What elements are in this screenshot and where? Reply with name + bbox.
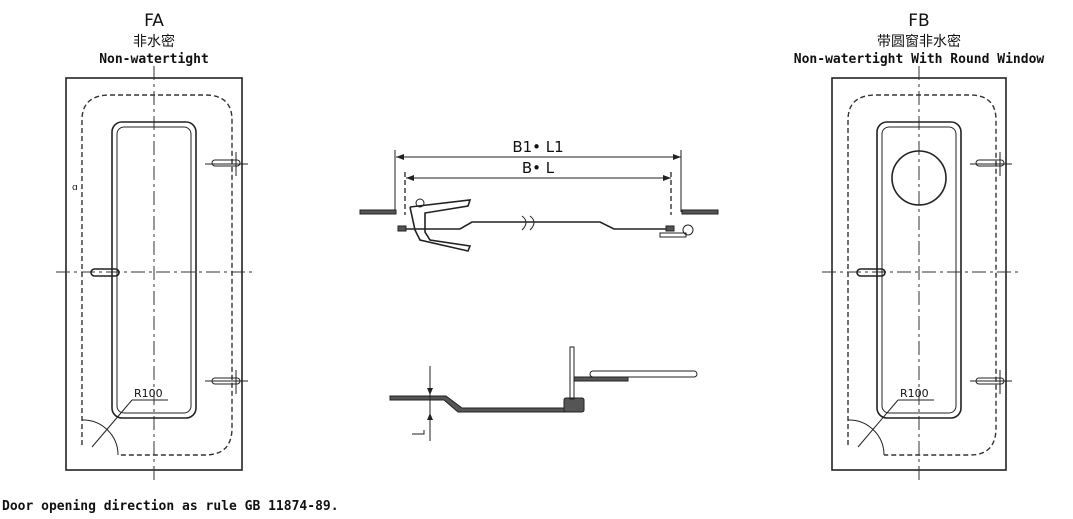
door-leaf-profile [405,221,670,230]
break-symbol [521,215,535,231]
fb-code: FB [908,11,929,31]
fb-name-cn: 带圆窗非水密 [877,33,961,50]
fa-mark: ɑ [72,183,78,193]
door-fb-view: FB 带圆窗非水密 Non-watertight With Round Wind… [794,11,1045,482]
fa-door-leaf-outline [81,94,233,456]
fb-hinge-top [970,152,1012,176]
dog-handle [409,199,472,252]
fa-radius-label: R100 [134,387,163,400]
section-view: B1• L1 B• L [359,138,719,252]
right-frame-flange [681,209,719,215]
inner-dimension-label: B• L [522,159,555,177]
fa-code: FA [144,11,164,31]
fb-swing-arc [847,419,885,456]
fb-radius-leader [857,399,899,448]
detail-section-view [389,346,698,441]
fa-hinge-top [205,152,248,176]
fb-name-en: Non-watertight With Round Window [794,52,1045,67]
fb-door-leaf-outline [847,94,997,456]
fb-round-window [891,150,947,206]
fa-window-outer [111,121,197,419]
fa-swing-arc [81,419,119,456]
fb-window-outer [876,121,962,419]
fa-name-cn: 非水密 [133,33,175,50]
fa-name-en: Non-watertight [99,52,209,67]
fb-window-inner [881,126,957,414]
fb-hinge-bottom [970,370,1012,394]
fa-hinge-bottom [205,370,248,394]
hinge-pin [682,224,694,236]
detail-gasket [563,397,585,413]
detail-frame-web [569,346,575,400]
fa-handle [90,268,120,277]
fa-radius-leader [91,399,133,448]
detail-door-plate [389,395,569,413]
opening-direction-note: Door opening direction as rule GB 11874-… [2,499,339,514]
fb-radius-label: R100 [900,387,929,400]
door-fa-view: FA 非水密 Non-watertight ɑ R100 [56,11,255,482]
left-frame-flange [359,209,397,215]
fb-handle [856,268,886,277]
outer-dimension-label: B1• L1 [512,138,563,156]
detail-frame-flange [589,370,698,378]
